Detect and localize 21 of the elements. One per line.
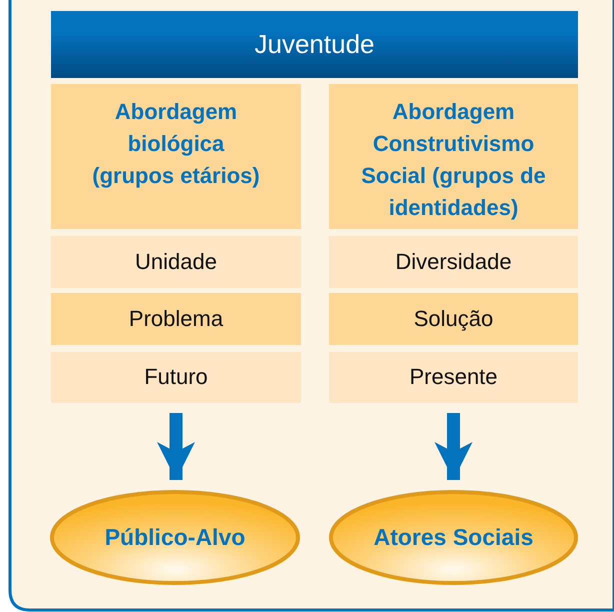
column-heading-box: [329, 84, 578, 229]
heading-text: Abordagem Construtivismo Social (grupos de identidades): [360, 98, 547, 222]
row-box: [51, 293, 301, 345]
row-box: [329, 293, 578, 345]
arrow: [157, 413, 195, 480]
node-label: Unidade: [135, 248, 217, 276]
node-label: Problema: [128, 304, 224, 333]
node-label: Público-Alvo: [104, 523, 246, 552]
row-box: [329, 236, 578, 288]
heading-text: Abordagem biológica (grupos etários): [91, 98, 261, 190]
node-label: Presente: [409, 363, 498, 392]
column-heading-box: [51, 84, 301, 229]
node-label: Futuro: [144, 363, 208, 392]
node-label: Atores Sociais: [374, 523, 534, 552]
arrow: [434, 413, 472, 480]
row-box: [51, 236, 301, 288]
node-label: Solução: [414, 304, 494, 333]
row-box: [329, 352, 578, 403]
node-label: Diversidade: [395, 248, 512, 276]
row-box: [51, 352, 301, 403]
title-text: Juventude: [254, 28, 374, 62]
